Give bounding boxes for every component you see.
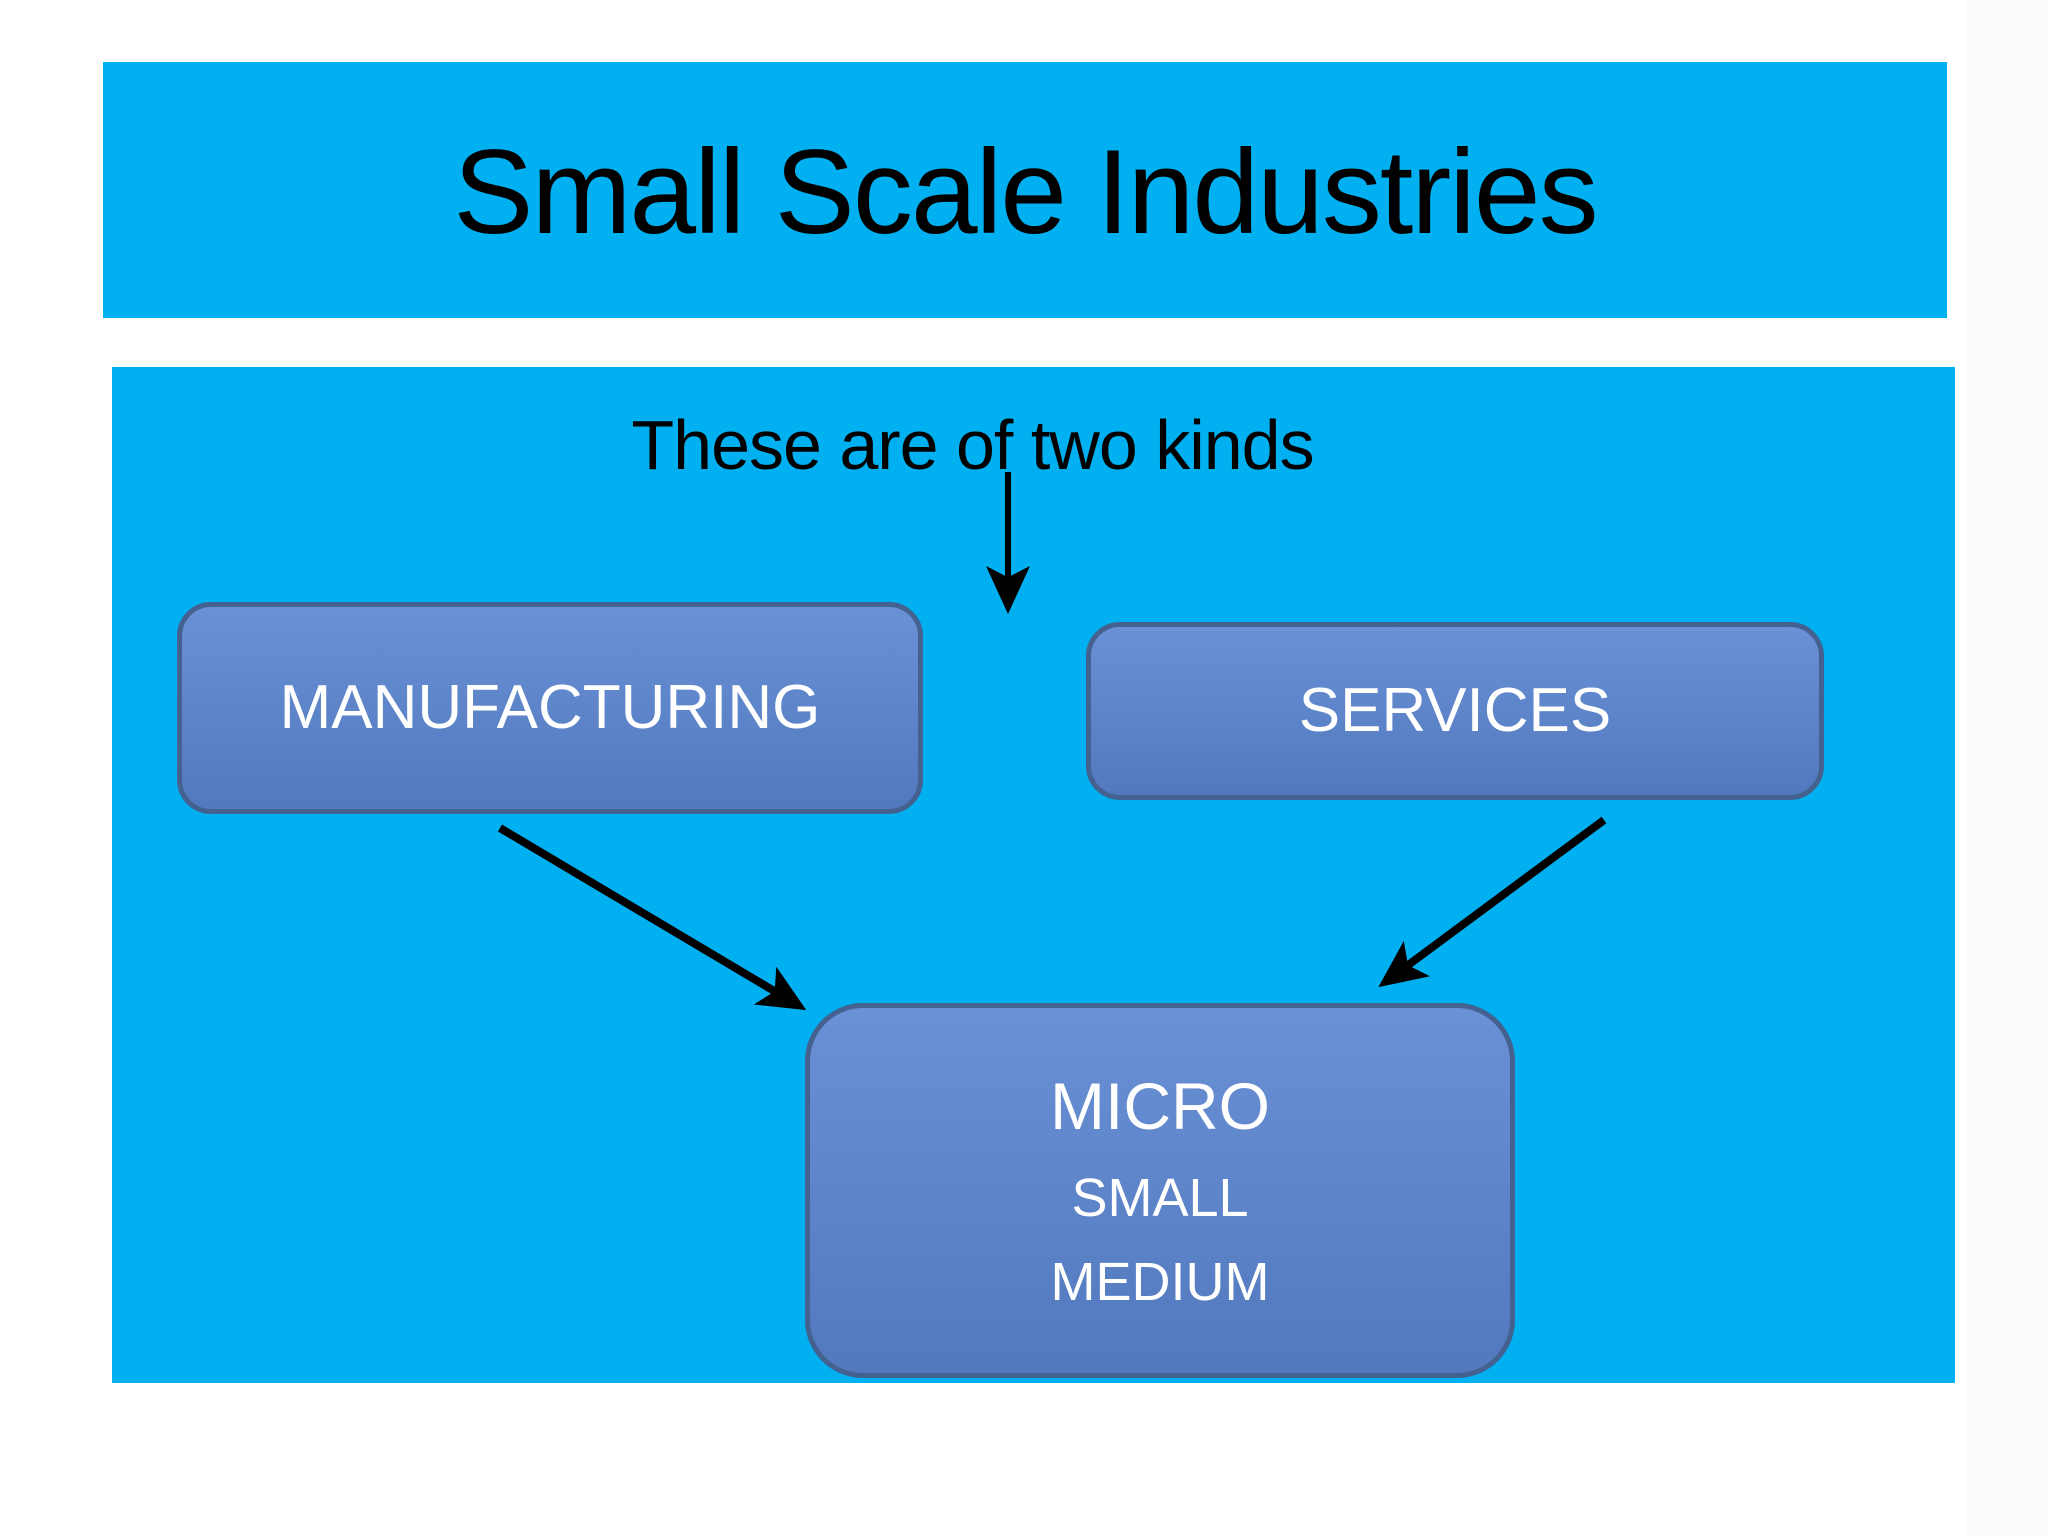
manufacturing-box: MANUFACTURING [177, 602, 923, 814]
services-box: SERVICES [1086, 622, 1824, 800]
msme-line-medium: MEDIUM [1050, 1251, 1270, 1312]
msme-box: MICRO SMALL MEDIUM [805, 1003, 1515, 1378]
slide-title: Small Scale Industries [453, 125, 1598, 259]
msme-line-micro: MICRO [1050, 1068, 1270, 1143]
title-banner: Small Scale Industries [103, 62, 1947, 318]
subtitle-text: These are of two kinds [631, 406, 1314, 484]
msme-line-small: SMALL [1071, 1167, 1249, 1228]
viewer-right-gutter [1967, 0, 2048, 1536]
services-label: SERVICES [1298, 676, 1612, 745]
manufacturing-label: MANUFACTURING [279, 673, 821, 742]
